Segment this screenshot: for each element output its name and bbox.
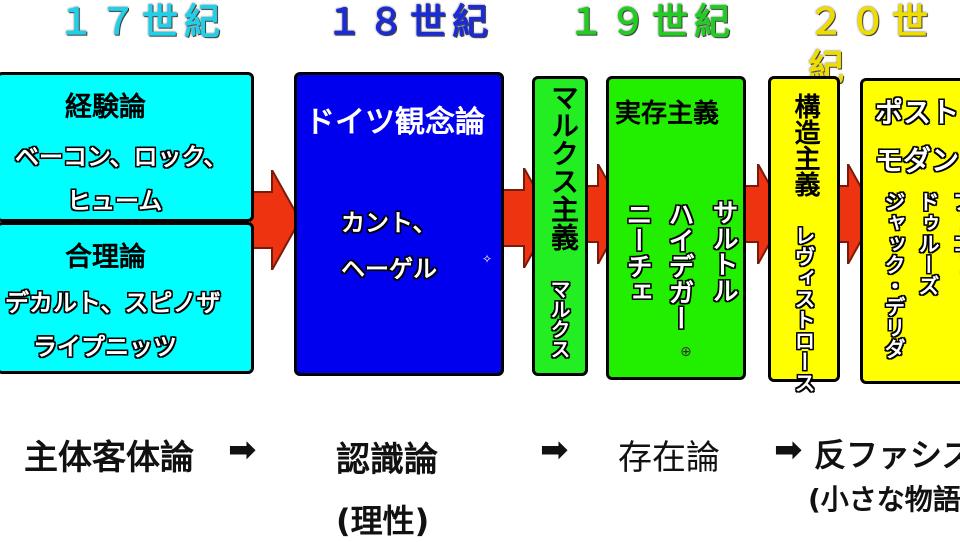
arrow-right-icon: ➡ (774, 430, 803, 470)
german-idealism-people-line2: ヘーゲル (341, 255, 437, 283)
marxism-title: マルクス主義 (547, 83, 580, 251)
marxism-box: マルクス主義 マルクス (532, 76, 588, 376)
existentialism-title: 実存主義 (615, 99, 720, 129)
empiricism-people-line2: ヒューム (67, 187, 163, 215)
reason-label: (理性) (336, 502, 430, 540)
sparkle-icon: ✧ (482, 252, 493, 266)
anti-fascism-label: 反ファシズム論 (814, 436, 960, 474)
marxism-person: マルクス (547, 279, 571, 359)
empiricism-people-line1: ベーコン、ロック、 (15, 143, 228, 171)
german-idealism-people-line1: カント、 (341, 209, 437, 237)
postmodern-title-line2: モダン (875, 144, 960, 177)
century-19-label: １９世紀 (568, 2, 737, 43)
postmodern-person-deleuze: ドゥルーズ (916, 191, 940, 296)
empiricism-title: 経験論 (65, 92, 146, 123)
structuralism-box: 構造主義 レヴィストロース (768, 76, 840, 393)
structuralism-title: 構造主義 (790, 93, 820, 197)
ontology-label: 存在論 (618, 438, 720, 478)
subject-object-theory-label: 主体客体論 (24, 438, 194, 478)
rationalism-people-line1: デカルト、スピノザ (5, 289, 221, 317)
rationalism-people-line2: ライプニッツ (33, 333, 177, 361)
structuralism-person: レヴィストロース (792, 225, 816, 393)
existentialism-person-sartre: サルトル (708, 199, 738, 303)
zoom-cursor-icon: ⊕ (680, 344, 692, 360)
arrow-right-icon: ➡ (540, 430, 569, 470)
german-idealism-title: ドイツ観念論 (305, 105, 485, 140)
postmodern-title-line1: ポスト (875, 96, 960, 129)
postmodern-box: ポスト モダン フーコー ドゥルーズ ジャック・デリダ (860, 78, 960, 384)
german-idealism-box: ドイツ観念論 カント、 ヘーゲル (294, 72, 504, 376)
arrow-right-icon (250, 170, 300, 270)
empiricism-box: 経験論 ベーコン、ロック、 ヒューム (0, 72, 254, 222)
arrow-right-icon: ➡ (228, 430, 257, 470)
rationalism-title: 合理論 (65, 242, 146, 273)
epistemology-label: 認識論 (336, 440, 438, 480)
postmodern-person-foucault: フーコー (950, 191, 960, 275)
postmodern-person-derrida: ジャック・デリダ (882, 191, 906, 359)
small-narrative-label: (小さな物語) (808, 483, 960, 516)
century-18-label: １８世紀 (326, 2, 495, 43)
existentialism-person-nietzsche: ニーチェ (622, 201, 652, 305)
rationalism-box: 合理論 デカルト、スピノザ ライプニッツ (0, 222, 254, 374)
century-20-label: ２０世紀 (808, 2, 935, 89)
existentialism-box: 実存主義 サルトル ハイデガー ニーチェ (606, 76, 746, 380)
existentialism-person-heidegger: ハイデガー (664, 201, 694, 331)
century-17-label: １７世紀 (58, 2, 227, 43)
